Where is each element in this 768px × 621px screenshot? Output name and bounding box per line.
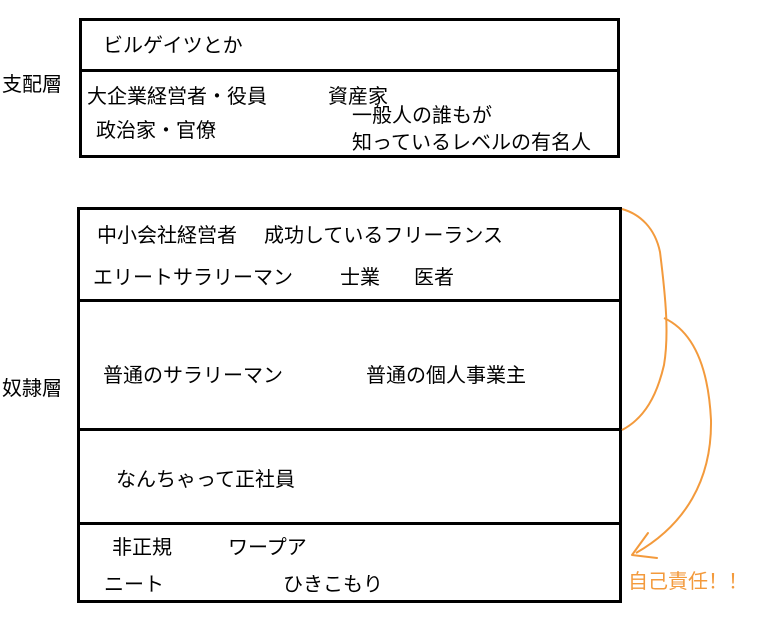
tier1-item-licensed-professional: 士業 bbox=[340, 265, 380, 289]
ruling-item-politicians: 政治家・官僚 bbox=[96, 118, 216, 142]
tier3-item-nominal-employee: なんちゃって正社員 bbox=[116, 467, 295, 491]
ruling-class-label: 支配層 bbox=[2, 72, 62, 96]
tier2-item-salaryman: 普通のサラリーマン bbox=[103, 363, 283, 387]
ruling-item-celebrity-line1: 一般人の誰もが bbox=[352, 103, 492, 127]
slave-tier-divider-2 bbox=[77, 428, 622, 431]
tier1-item-doctor: 医者 bbox=[414, 265, 454, 289]
ruling-class-divider bbox=[79, 69, 620, 72]
tier4-item-working-poor: ワープア bbox=[228, 535, 307, 559]
lower-arrow-curve bbox=[635, 317, 713, 554]
tier1-item-freelancer: 成功しているフリーランス bbox=[264, 223, 503, 247]
tier2-item-sole-proprietor: 普通の個人事業主 bbox=[366, 363, 526, 387]
arrowhead bbox=[631, 532, 658, 559]
ruling-item-executives: 大企業経営者・役員 bbox=[87, 84, 267, 108]
slave-tier-divider-1 bbox=[77, 299, 622, 302]
tier4-item-neet: ニート bbox=[104, 572, 164, 596]
tier1-item-elite-salaryman: エリートサラリーマン bbox=[93, 265, 293, 289]
tier1-item-sme-owner: 中小会社経営者 bbox=[97, 223, 237, 247]
ruling-top-row-text: ビルゲイツとか bbox=[103, 33, 243, 57]
ruling-item-celebrity-line2: 知っているレベルの有名人 bbox=[352, 130, 591, 154]
slave-tier-divider-3 bbox=[77, 522, 622, 525]
tier4-item-non-regular: 非正規 bbox=[112, 535, 172, 559]
upper-bracket-curve bbox=[621, 208, 668, 431]
self-responsibility-label: 自己責任！！ bbox=[628, 569, 748, 593]
ruling-item-wealthy: 資産家 bbox=[328, 84, 388, 108]
tier4-item-hikikomori: ひきこもり bbox=[283, 572, 383, 596]
slave-class-box bbox=[77, 207, 622, 603]
ruling-class-box bbox=[79, 18, 620, 158]
slave-class-label: 奴隷層 bbox=[2, 376, 62, 400]
